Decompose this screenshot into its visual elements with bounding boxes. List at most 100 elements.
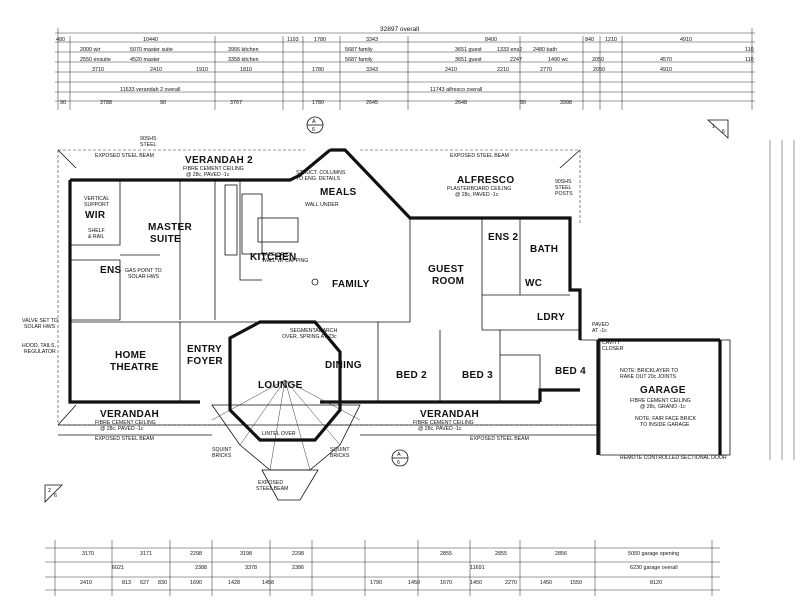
dim-bot-3-2: 627 bbox=[140, 580, 149, 586]
dim-top-1-3: 1780 bbox=[314, 37, 326, 43]
room-ldry: LDRY bbox=[537, 312, 565, 323]
note-verandah-ceiling: FIBRE CEMENT CEILING bbox=[95, 420, 156, 426]
dim-top-4-3: 1810 bbox=[240, 67, 252, 73]
grid-marker-botleft: 2 6 bbox=[44, 484, 63, 503]
note-beam-bottom2: EXPOSED STEEL BEAM bbox=[470, 436, 529, 442]
note-facebrick: FACE BRICK bbox=[262, 252, 293, 258]
svg-text:6: 6 bbox=[312, 127, 315, 133]
dim-bot-1-4: 2298 bbox=[292, 551, 304, 557]
room-family: FAMILY bbox=[332, 279, 370, 290]
dim-top-3-6: 1490 wc bbox=[548, 57, 568, 63]
svg-text:6: 6 bbox=[722, 129, 725, 135]
dim-bot-3-6: 1458 bbox=[262, 580, 274, 586]
dim-top-2-4: 3651 guest bbox=[455, 47, 482, 53]
room-lounge: LOUNGE bbox=[258, 380, 303, 391]
room-theatre-1: HOME bbox=[115, 350, 146, 361]
note-cavity2: CLOSER bbox=[602, 346, 624, 352]
dim-bot-2-0: 6021 bbox=[112, 565, 124, 571]
note-verandah-paved: @ 28c, PAVED -1c bbox=[100, 426, 144, 432]
note-garage-door: REMOTE CONTROLLED SECTIONAL DOOR bbox=[620, 455, 727, 461]
dim-bot-3-14: 8120 bbox=[650, 580, 662, 586]
dim-top-4-0: 3710 bbox=[92, 67, 104, 73]
note-posts-1: 90SHS bbox=[555, 179, 572, 185]
note-hood: HOOD, TAILS, bbox=[22, 343, 56, 349]
note-posts-top-1: 90SHS bbox=[140, 136, 157, 142]
dim-top-5-0: 90 bbox=[60, 100, 66, 106]
dim-bot-1-2: 2298 bbox=[190, 551, 202, 557]
note-squint-right2: BRICKS bbox=[330, 453, 350, 459]
note-paved2: AT -1c bbox=[592, 328, 607, 334]
svg-text:A: A bbox=[312, 119, 316, 125]
dim-top-1-5: 8400 bbox=[485, 37, 497, 43]
room-alfresco: ALFRESCO bbox=[457, 175, 514, 186]
note-struct: STRUCT. COLUMNS bbox=[296, 170, 346, 176]
note-squint-right: SQUINT bbox=[330, 447, 350, 453]
note-shelf-2: & RAIL bbox=[88, 234, 105, 240]
dim-top-4-5: 3343 bbox=[366, 67, 378, 73]
dim-bot-3-10: 1450 bbox=[470, 580, 482, 586]
note-vertical-support-1: VERTICAL bbox=[84, 196, 109, 202]
note-exposed-lounge: EXPOSED bbox=[258, 480, 283, 486]
notes: EXPOSED STEEL BEAM EXPOSED STEEL BEAM EX… bbox=[22, 136, 678, 492]
room-foyer-1: ENTRY bbox=[187, 344, 222, 355]
svg-text:6: 6 bbox=[54, 493, 57, 499]
note-verandah2-paved: @ 28c, PAVED -1c bbox=[186, 172, 230, 178]
dim-top-5-6: 2648 bbox=[455, 100, 467, 106]
note-alfresco-ceiling: PLASTERBOARD CEILING bbox=[447, 186, 511, 192]
room-bed3: BED 3 bbox=[462, 370, 493, 381]
room-dining: DINING bbox=[325, 360, 362, 371]
note-beam-bottom: EXPOSED STEEL BEAM bbox=[95, 436, 154, 442]
dim-bot-2-4: 11691 bbox=[470, 565, 485, 571]
ceiling-fan-icon bbox=[311, 278, 319, 286]
dim-bot-1-8: 5050 garage opening bbox=[628, 551, 679, 557]
dim-bot-3-8: 1450 bbox=[408, 580, 420, 586]
dim-top-3-4: 3651 guest bbox=[455, 57, 482, 63]
room-theatre-2: THEATRE bbox=[110, 362, 159, 373]
dim-bot-1-0: 3170 bbox=[82, 551, 94, 557]
dim-top-1-0: 480 bbox=[56, 37, 65, 43]
right-dimensions bbox=[769, 140, 795, 460]
dim-top-1-2: 1193 bbox=[287, 37, 299, 43]
room-kitchen: KITCHEN bbox=[250, 252, 297, 263]
grid-marker-topright: 1 6 bbox=[706, 119, 729, 139]
dim-top-5-2: 90 bbox=[160, 100, 166, 106]
room-wir: WIR bbox=[85, 210, 106, 221]
dim-top-4-9: 2050 bbox=[593, 67, 605, 73]
dim-bot-3-4: 1690 bbox=[190, 580, 202, 586]
note-garage-paved: @ 28c, GRANO -1c bbox=[640, 404, 686, 410]
dim-top-5-4: 1780 bbox=[312, 100, 324, 106]
note-segmental2: OVER, SPRING AT 23c bbox=[282, 334, 337, 340]
dim-bot-1-1: 3171 bbox=[140, 551, 152, 557]
dim-top-3-0: 2550 ensuite bbox=[80, 57, 111, 63]
note-bricklayer: NOTE: BRICKLAYER TO bbox=[620, 368, 678, 374]
dim-top-3-5: 2247 bbox=[510, 57, 522, 63]
note-garage-brick: NOTE: FAIR FACE BRICK bbox=[635, 416, 697, 422]
note-verandah-lower-ceiling: FIBRE CEMENT CEILING bbox=[413, 420, 474, 426]
note-posts-3: POSTS bbox=[555, 191, 573, 197]
svg-text:1: 1 bbox=[712, 124, 715, 130]
dim-top-3-9: 110 bbox=[745, 57, 754, 63]
note-beam-top2: EXPOSED STEEL BEAM bbox=[450, 153, 509, 159]
room-bed2: BED 2 bbox=[396, 370, 427, 381]
dim-top-2-1: 5070 master suite bbox=[130, 47, 173, 53]
dim-bot-3-0: 2410 bbox=[80, 580, 92, 586]
room-bath: BATH bbox=[530, 244, 558, 255]
note-vertical-support-2: SUPPORT bbox=[84, 202, 110, 208]
svg-text:A: A bbox=[397, 452, 401, 458]
room-verandah-right: VERANDAH bbox=[420, 409, 479, 420]
dim-bot-3-1: 813 bbox=[122, 580, 131, 586]
room-guest-1: GUEST bbox=[428, 264, 464, 275]
verandah-overall: 11633 verandah 2 overall bbox=[120, 87, 180, 93]
room-wc: WC bbox=[525, 278, 542, 289]
dim-top-2-2: 3956 kitchen bbox=[228, 47, 259, 53]
dim-top-4-7: 2210 bbox=[497, 67, 509, 73]
dim-bot-3-13: 1550 bbox=[570, 580, 582, 586]
room-labels: VERANDAH 2 FIBRE CEMENT CEILING @ 28c, P… bbox=[85, 155, 727, 461]
dim-top-1-8: 4910 bbox=[680, 37, 692, 43]
note-paved: PAVED bbox=[592, 322, 609, 328]
dim-top-4-6: 2410 bbox=[445, 67, 457, 73]
room-bed4: BED 4 bbox=[555, 366, 586, 377]
dim-top-2-7: 110 bbox=[745, 47, 754, 53]
note-gas2: SOLAR HWS bbox=[128, 274, 160, 280]
note-garage-brick2: TO INSIDE GARAGE bbox=[640, 422, 690, 428]
